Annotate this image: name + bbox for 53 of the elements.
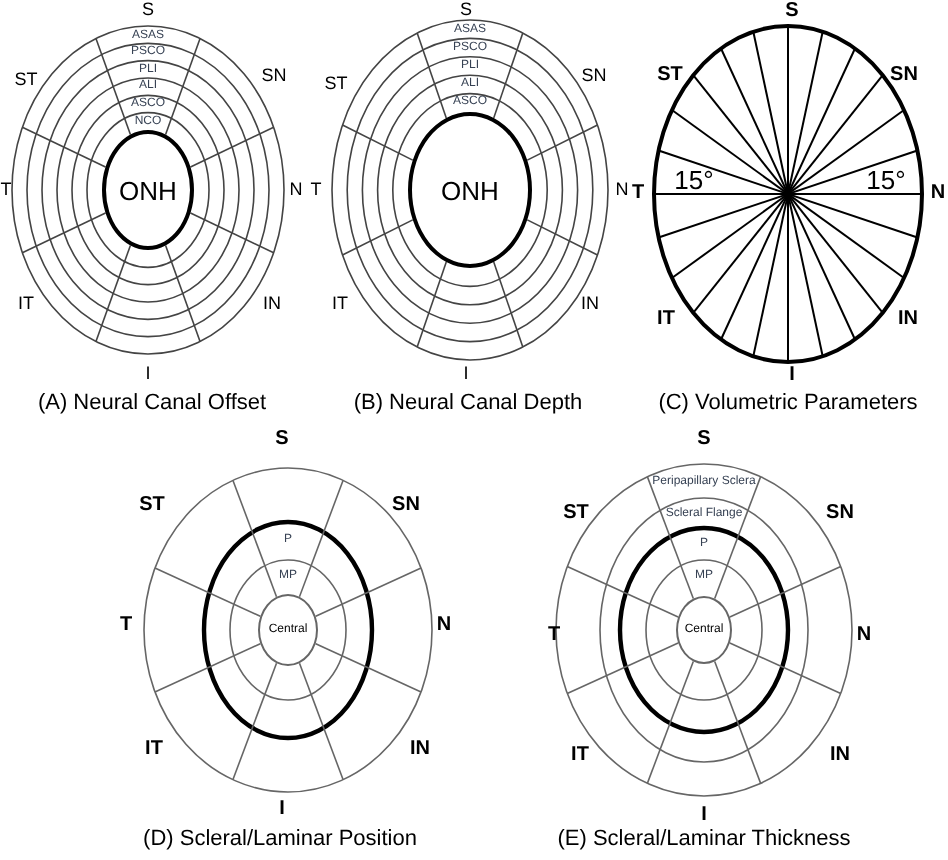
direction-label: N	[856, 626, 872, 646]
direction-label: SN	[392, 496, 420, 516]
direction-label: SN	[261, 67, 287, 85]
direction-label: I	[701, 806, 707, 826]
direction-label: S	[142, 1, 154, 19]
direction-label: N	[436, 616, 452, 636]
direction-label: IN	[898, 310, 918, 330]
direction-label: IN	[263, 295, 281, 313]
panel-caption: (E) Scleral/Laminar Thickness	[557, 829, 851, 851]
direction-label: S	[697, 430, 711, 450]
panel-caption: (A) Neural Canal Offset	[37, 393, 267, 415]
direction-label: N	[289, 181, 303, 199]
ellipse-region	[676, 596, 732, 664]
region-label: ONH	[441, 177, 499, 203]
direction-label: SN	[890, 66, 918, 86]
direction-label: T	[547, 626, 561, 646]
direction-label: T	[310, 181, 322, 199]
direction-label: S	[460, 1, 472, 19]
ellipse-region	[408, 112, 532, 268]
direction-label: N	[615, 181, 629, 199]
direction-label: I	[145, 365, 151, 383]
direction-label: SN	[826, 504, 854, 524]
direction-label: S	[785, 2, 799, 22]
direction-label: I	[279, 800, 285, 820]
direction-label: T	[631, 184, 645, 204]
direction-label: S	[275, 430, 289, 450]
direction-label: ST	[657, 66, 683, 86]
direction-label: ST	[563, 504, 589, 524]
panel-caption: (C) Volumetric Parameters	[658, 393, 918, 415]
direction-label: ST	[14, 71, 38, 89]
direction-label: IN	[830, 746, 850, 766]
direction-label: I	[463, 365, 469, 383]
angle-label: 15°	[674, 167, 714, 193]
panel-caption: (B) Neural Canal Depth	[353, 393, 583, 415]
direction-label: T	[0, 181, 12, 199]
angle-label: 15°	[866, 167, 906, 193]
direction-label: IT	[657, 310, 675, 330]
direction-label: SN	[581, 67, 607, 85]
direction-label: I	[789, 366, 795, 386]
direction-label: IN	[581, 295, 599, 313]
direction-label: ST	[139, 496, 165, 516]
direction-label: IT	[332, 295, 348, 313]
direction-label: IT	[571, 746, 589, 766]
direction-label: ST	[324, 75, 348, 93]
panel-caption: (D) Scleral/Laminar Position	[143, 829, 417, 851]
direction-label: N	[930, 184, 946, 204]
direction-label: IT	[18, 295, 34, 313]
region-label: ONH	[119, 177, 177, 203]
direction-label: IT	[145, 740, 163, 760]
ellipse-region	[102, 130, 194, 250]
direction-label: T	[119, 616, 133, 636]
ellipse-region	[258, 594, 318, 666]
direction-label: IN	[410, 740, 430, 760]
